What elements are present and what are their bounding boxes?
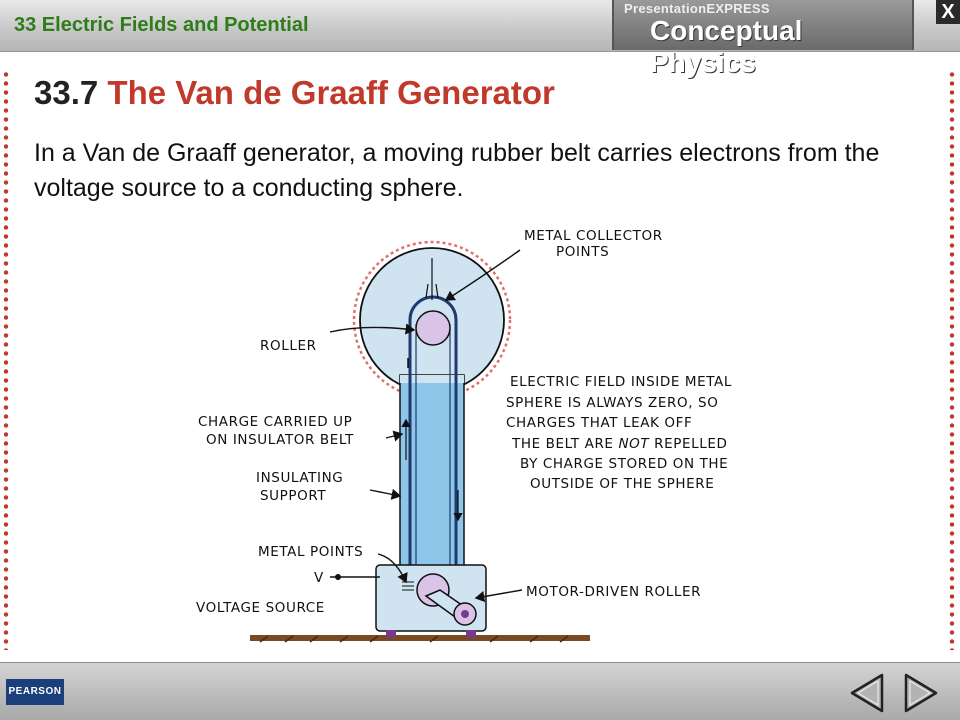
label-field-4c: REPELLED bbox=[649, 436, 727, 452]
label-metal-collector: METAL COLLECTOR bbox=[524, 228, 663, 244]
label-field-3: CHARGES THAT LEAK OFF bbox=[506, 415, 692, 431]
label-motor-roller: MOTOR-DRIVEN ROLLER bbox=[526, 584, 701, 600]
label-charge-2: ON INSULATOR BELT bbox=[206, 432, 354, 448]
base-foot-right bbox=[466, 630, 476, 638]
van-de-graaff-diagram: METAL COLLECTOR POINTS ROLLER ELECTRIC F… bbox=[196, 228, 732, 643]
close-button[interactable]: X bbox=[936, 0, 960, 24]
label-points: POINTS bbox=[556, 244, 609, 260]
triangle-left-icon bbox=[850, 673, 884, 713]
body-text: In a Van de Graaff generator, a moving r… bbox=[34, 139, 880, 202]
label-roller: ROLLER bbox=[260, 338, 317, 354]
brand-banner: PresentationEXPRESS Conceptual Physics bbox=[612, 0, 914, 78]
label-field-2: SPHERE IS ALWAYS ZERO, SO bbox=[506, 395, 718, 411]
label-charge-1: CHARGE CARRIED UP bbox=[198, 414, 352, 430]
motor-hub bbox=[461, 610, 469, 618]
label-support-2: SUPPORT bbox=[260, 488, 326, 504]
brand-subtitle: PresentationEXPRESS bbox=[624, 1, 770, 16]
label-metal-points: METAL POINTS bbox=[258, 544, 363, 560]
label-field-6: OUTSIDE OF THE SPHERE bbox=[530, 476, 714, 492]
label-support-1: INSULATING bbox=[256, 470, 343, 486]
label-voltage-source: VOLTAGE SOURCE bbox=[196, 600, 325, 616]
chapter-title: 33 Electric Fields and Potential bbox=[14, 14, 309, 36]
voltage-terminal bbox=[335, 574, 341, 580]
top-roller bbox=[415, 310, 451, 346]
label-field-4b: NOT bbox=[618, 436, 650, 452]
header-bar: 33 Electric Fields and Potential Present… bbox=[0, 0, 960, 78]
column-top bbox=[400, 375, 464, 383]
slide-title: 33.7 The Van de Graaff Generator bbox=[34, 74, 555, 112]
triangle-right-icon bbox=[904, 673, 938, 713]
rubber-belt bbox=[401, 295, 463, 600]
label-field-5: BY CHARGE STORED ON THE bbox=[520, 456, 728, 472]
label-field-4: THE BELT ARE NOT REPELLED bbox=[511, 436, 727, 452]
section-title: The Van de Graaff Generator bbox=[107, 74, 555, 111]
ground bbox=[250, 635, 590, 643]
right-dotted-border bbox=[949, 70, 955, 650]
collector-points bbox=[425, 258, 439, 300]
section-number: 33.7 bbox=[34, 74, 99, 111]
label-v: V bbox=[314, 570, 324, 586]
left-dotted-border bbox=[3, 70, 9, 650]
previous-slide-button[interactable] bbox=[846, 671, 890, 715]
footer-bar: PEARSON bbox=[0, 662, 960, 720]
pearson-logo: PEARSON bbox=[6, 679, 64, 705]
label-field-4a: THE BELT ARE bbox=[511, 436, 618, 452]
brand-title: Conceptual Physics bbox=[650, 15, 803, 78]
base-foot-left bbox=[386, 630, 396, 638]
next-slide-button[interactable] bbox=[898, 671, 942, 715]
label-field-1: ELECTRIC FIELD INSIDE METAL bbox=[510, 374, 732, 390]
